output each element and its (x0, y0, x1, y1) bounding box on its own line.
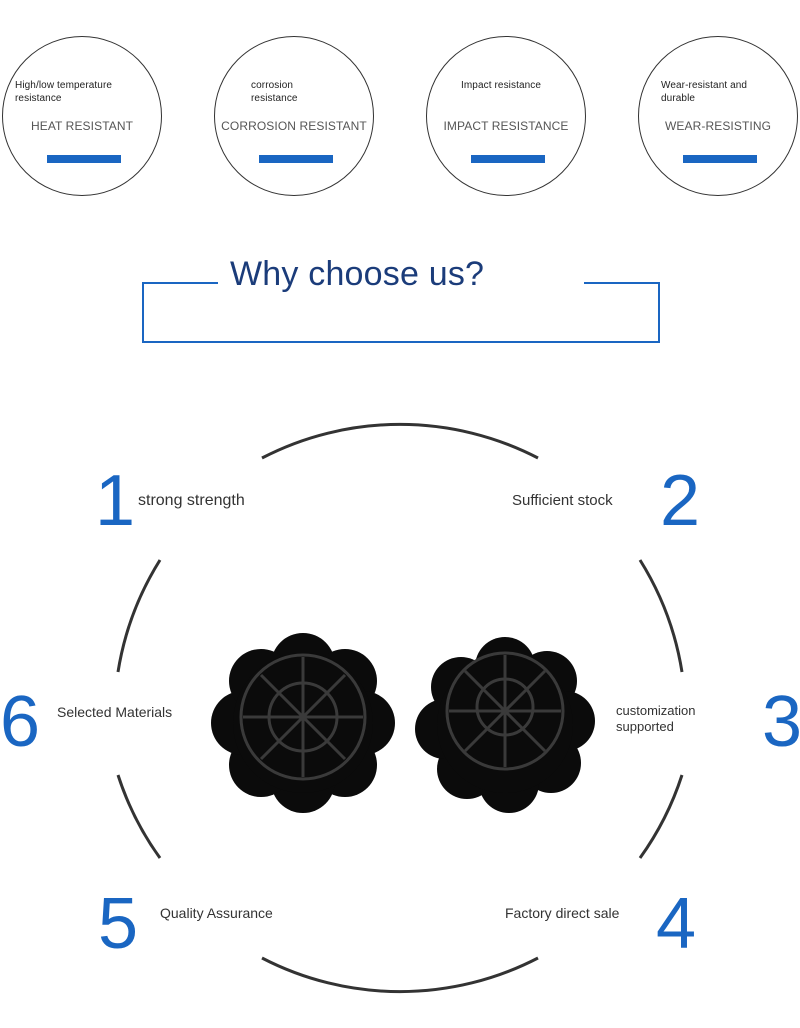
feature-heat-title: HEAT RESISTANT (30, 119, 134, 133)
why-frame (142, 282, 660, 343)
product-tray-left (211, 633, 395, 813)
product-image (211, 633, 595, 813)
feature-impact-title: IMPACT RESISTANCE (443, 119, 569, 133)
point-6-number: 6 (0, 682, 41, 762)
why-line-left (142, 282, 218, 284)
point-4-number: 4 (656, 884, 697, 964)
feature-impact-small: Impact resistance (461, 80, 542, 91)
ring-arc-top (261, 422, 539, 460)
feature-impact: Impact resistance IMPACT RESISTANCE (426, 36, 586, 196)
point-2-number: 2 (660, 461, 701, 541)
point-6-label: Selected Materials (57, 704, 173, 720)
ring-arc-right-lower (638, 774, 684, 859)
why-line-right (584, 282, 660, 284)
ring-arc-left-upper (116, 559, 162, 673)
ring-arc-right-upper (638, 559, 684, 673)
point-2-label: Sufficient stock (512, 492, 613, 509)
ring-arc-left-lower (116, 774, 162, 859)
feature-wear: Wear-resistant and durable WEAR-RESISTIN… (638, 36, 798, 196)
point-3-number: 3 (762, 682, 800, 762)
feature-corrosion-title: CORROSION RESISTANT (221, 119, 367, 133)
feature-heat: High/low temperature resistance HEAT RES… (2, 36, 162, 196)
product-tray-right (415, 637, 595, 813)
feature-corrosion: corrosion resistance CORROSION RESISTANT (214, 36, 374, 196)
point-5-label: Quality Assurance (160, 905, 273, 921)
point-1-label: strong strength (138, 492, 245, 509)
feature-wear-small: Wear-resistant and durable (661, 80, 748, 104)
point-4-label: Factory direct sale (505, 905, 620, 921)
feature-heat-small: High/low temperature resistance (15, 80, 113, 104)
point-1-number: 1 (95, 461, 136, 541)
feature-corrosion-small: corrosion resistance (251, 80, 298, 104)
feature-heat-bar (47, 155, 121, 163)
point-3-label: customization supported (616, 703, 696, 734)
feature-impact-bar (471, 155, 545, 163)
feature-wear-bar (683, 155, 757, 163)
ring-arc-bottom (261, 956, 539, 994)
point-5-number: 5 (98, 884, 139, 964)
why-title: Why choose us? (230, 255, 485, 293)
feature-wear-title: WEAR-RESISTING (664, 119, 772, 133)
feature-corrosion-bar (259, 155, 333, 163)
